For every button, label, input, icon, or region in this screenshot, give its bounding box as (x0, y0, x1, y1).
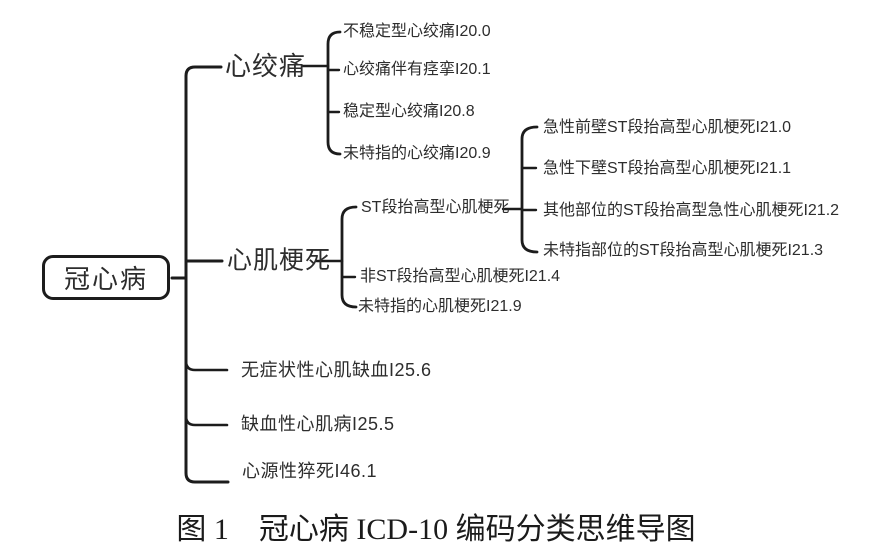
leaf-ischemic-cardiomyopathy-i25-5: 缺血性心肌病I25.5 (241, 414, 395, 434)
root-node-label: 冠心病 (63, 264, 148, 294)
leaf-silent-ischemia-i25-6: 无症状性心肌缺血I25.6 (241, 360, 432, 380)
node-st-elevation-mi: ST段抬高型心肌梗死 (361, 199, 510, 216)
node-other-sites-stemi-i21-2: 其他部位的ST段抬高型急性心肌梗死I21.2 (543, 202, 840, 219)
root-node-coronary-heart-disease: 冠心病 (42, 255, 170, 300)
node-non-st-elevation-mi-i21-4: 非ST段抬高型心肌梗死I21.4 (360, 268, 561, 285)
node-stable-angina-i20-8: 稳定型心绞痛I20.8 (343, 103, 475, 120)
node-unspecified-mi-i21-9: 未特指的心肌梗死I21.9 (358, 298, 522, 315)
branch-angina: 心绞痛 (225, 51, 307, 81)
node-anterior-stemi-i21-0: 急性前壁ST段抬高型心肌梗死I21.0 (543, 119, 792, 136)
node-inferior-stemi-i21-1: 急性下壁ST段抬高型心肌梗死I21.1 (543, 160, 792, 177)
node-unspecified-site-stemi-i21-3: 未特指部位的ST段抬高型心肌梗死I21.3 (543, 242, 824, 259)
branch-myocardial-infarction: 心肌梗死 (227, 246, 332, 275)
node-unstable-angina-i20-0: 不稳定型心绞痛I20.0 (343, 23, 491, 40)
leaf-sudden-cardiac-death-i46-1: 心源性猝死I46.1 (242, 461, 378, 481)
figure-caption: 图 1 冠心病 ICD-10 编码分类思维导图 (176, 513, 696, 546)
node-angina-with-spasm-i20-1: 心绞痛伴有痉挛I20.1 (343, 61, 491, 78)
node-unspecified-angina-i20-9: 未特指的心绞痛I20.9 (343, 145, 491, 162)
